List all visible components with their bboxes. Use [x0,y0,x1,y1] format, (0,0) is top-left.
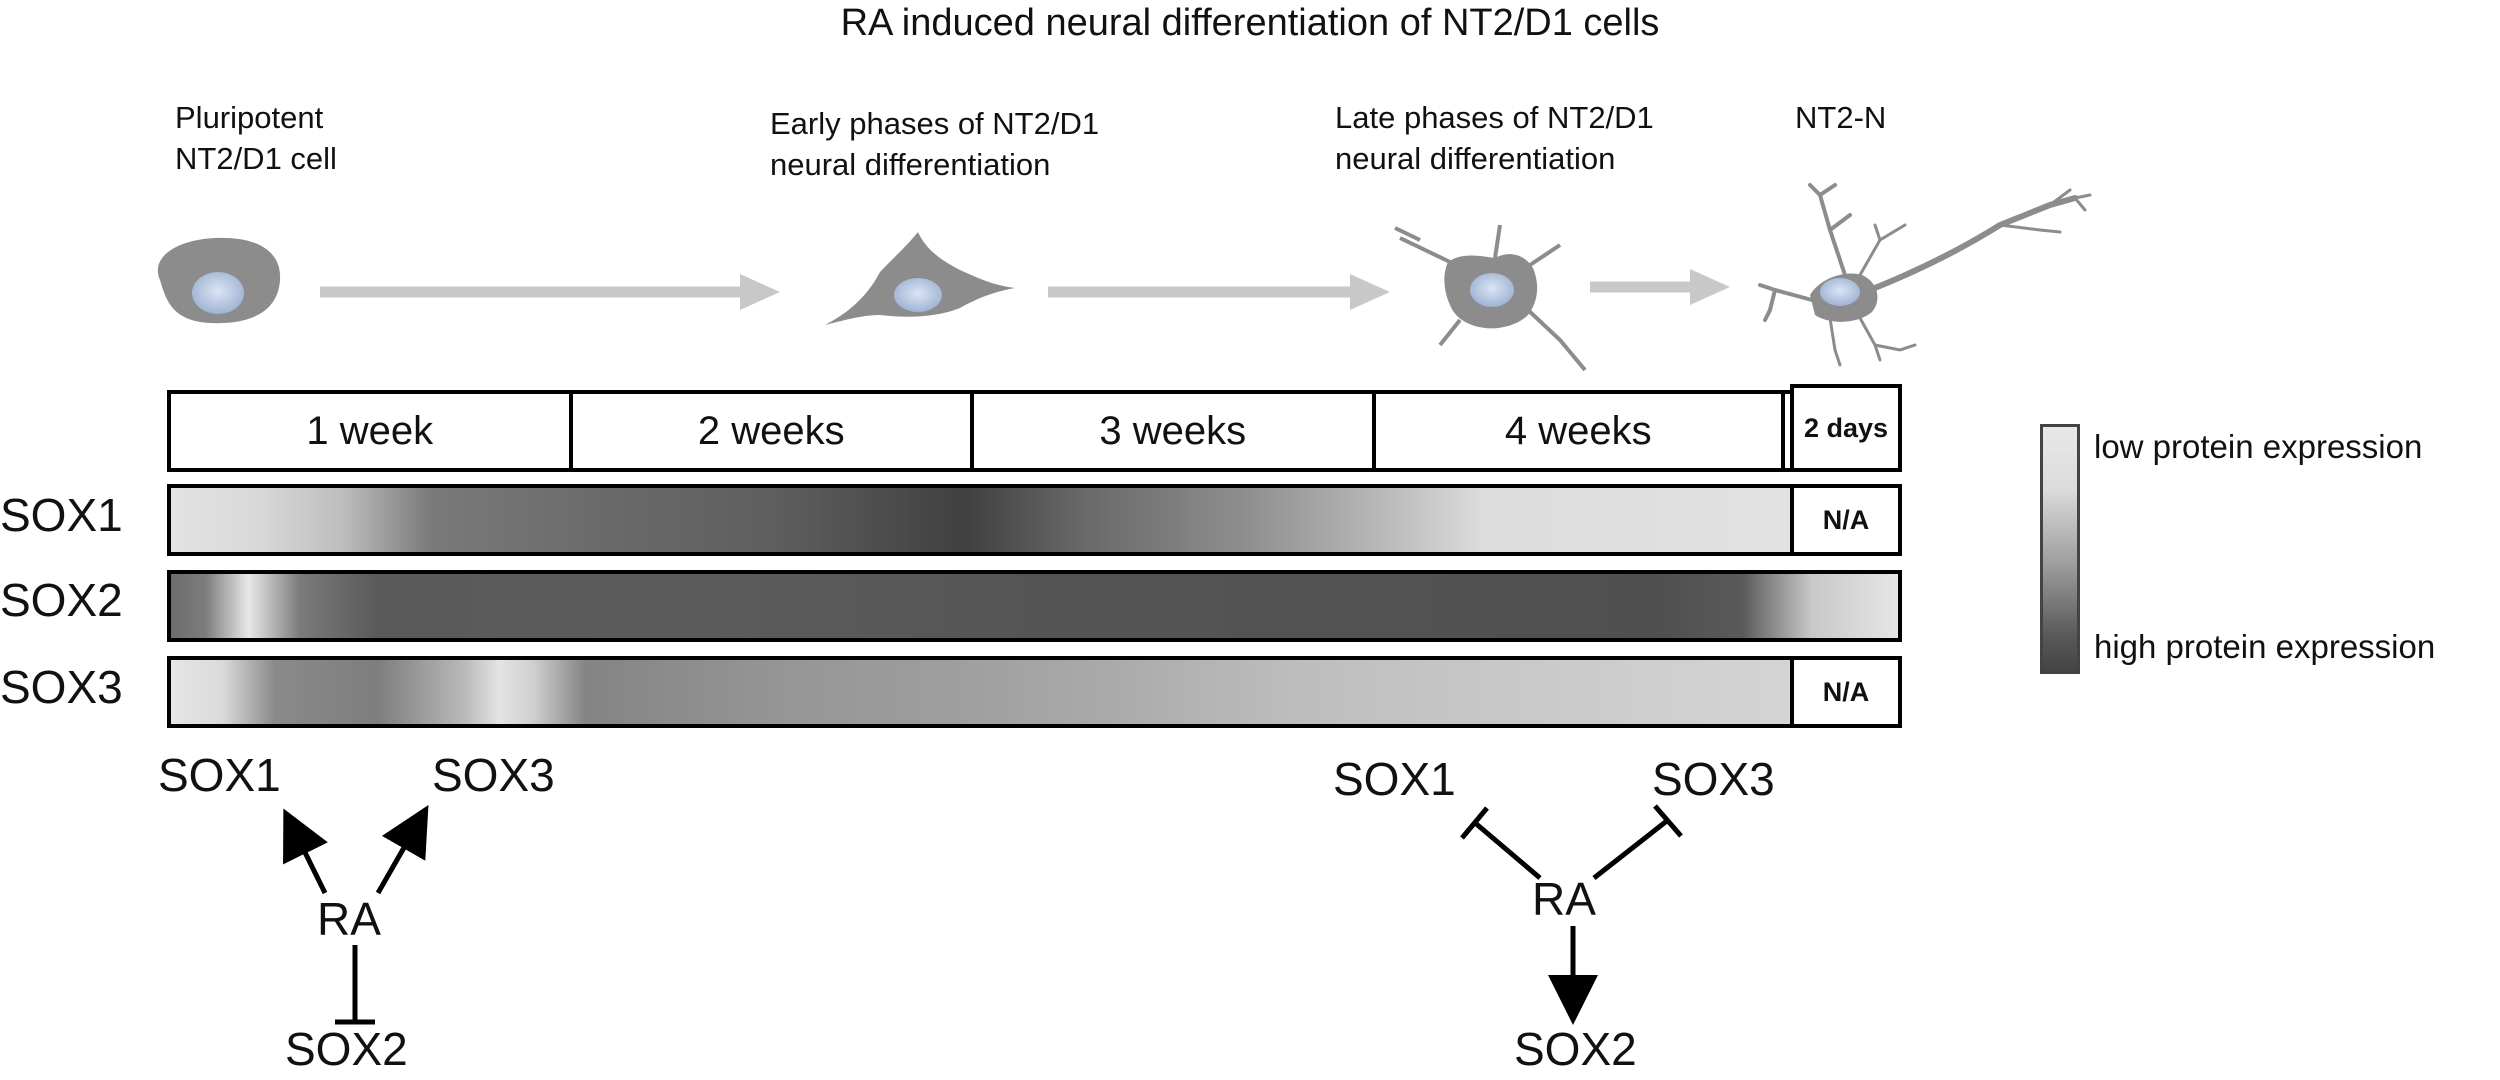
stage-label-line: Late phases of NT2/D1 [1335,100,1654,135]
expression-bar-sox2 [167,570,1902,642]
stage-label-line: Early phases of NT2/D1 [770,106,1100,141]
timeline-week-3: 3 weeks [974,394,1376,468]
early-activation-arrow-icon [375,804,429,895]
early-reg-sox3: SOX3 [432,749,555,801]
figure-title: RA induced neural differentiation of NT2… [840,2,1660,44]
expression-na-sox1: N/A [1790,484,1902,556]
timeline-header: 1 week 2 weeks 3 weeks 4 weeks [167,390,1901,472]
stage-label-line: NT2/D1 cell [175,141,337,176]
protein-label-sox1: SOX1 [0,489,123,541]
cell-progression-diagram [157,183,2092,372]
stage-label-nt2n: NT2-N [1795,97,1886,138]
neuron-cell-icon [1758,183,2092,367]
late-inhibition-bar-icon [1592,804,1683,880]
stage-label-line: neural differentiation [1335,141,1616,176]
stage-label-early: Early phases of NT2/D1 neural differenti… [770,103,1099,185]
legend-high-label: high protein expression [2094,628,2436,665]
timeline-week-4: 4 weeks [1376,394,1786,468]
early-reg-sox2: SOX2 [285,1023,408,1075]
stage-label-late: Late phases of NT2/D1 neural differentia… [1335,97,1654,179]
legend-low-label: low protein expression [2094,428,2423,465]
timeline-final-days: 2 days [1790,384,1902,472]
stage-label-line: neural differentiation [770,147,1051,182]
early-cell-icon [825,232,1015,325]
expression-na-sox3: N/A [1790,656,1902,728]
expression-bar-sox1 [167,484,1902,556]
protein-label-sox3: SOX3 [0,661,123,713]
late-reg-sox2: SOX2 [1514,1023,1637,1075]
early-activation-arrow-icon [283,808,328,895]
timeline-week-1: 1 week [171,394,573,468]
expression-bar-sox3 [167,656,1902,728]
protein-label-sox2: SOX2 [0,574,123,626]
late-reg-ra: RA [1532,873,1596,925]
expression-legend-gradient [2040,424,2080,674]
progression-arrow-icon [320,274,780,310]
progression-arrow-icon [1590,269,1730,305]
early-inhibition-bar-icon [335,945,375,1025]
stage-label-line: NT2-N [1795,100,1887,135]
progression-arrow-icon [1048,274,1390,310]
late-inhibition-bar-icon [1460,806,1542,880]
stage-label-line: Pluripotent [175,100,324,135]
timeline-week-2: 2 weeks [573,394,975,468]
early-reg-sox1: SOX1 [158,749,281,801]
stage-label-pluripotent: Pluripotent NT2/D1 cell [175,97,337,179]
late-reg-sox3: SOX3 [1652,753,1775,805]
late-reg-sox1: SOX1 [1333,753,1456,805]
pluripotent-cell-icon [157,237,281,324]
early-reg-ra: RA [317,893,381,945]
late-cell-icon [1394,224,1587,372]
